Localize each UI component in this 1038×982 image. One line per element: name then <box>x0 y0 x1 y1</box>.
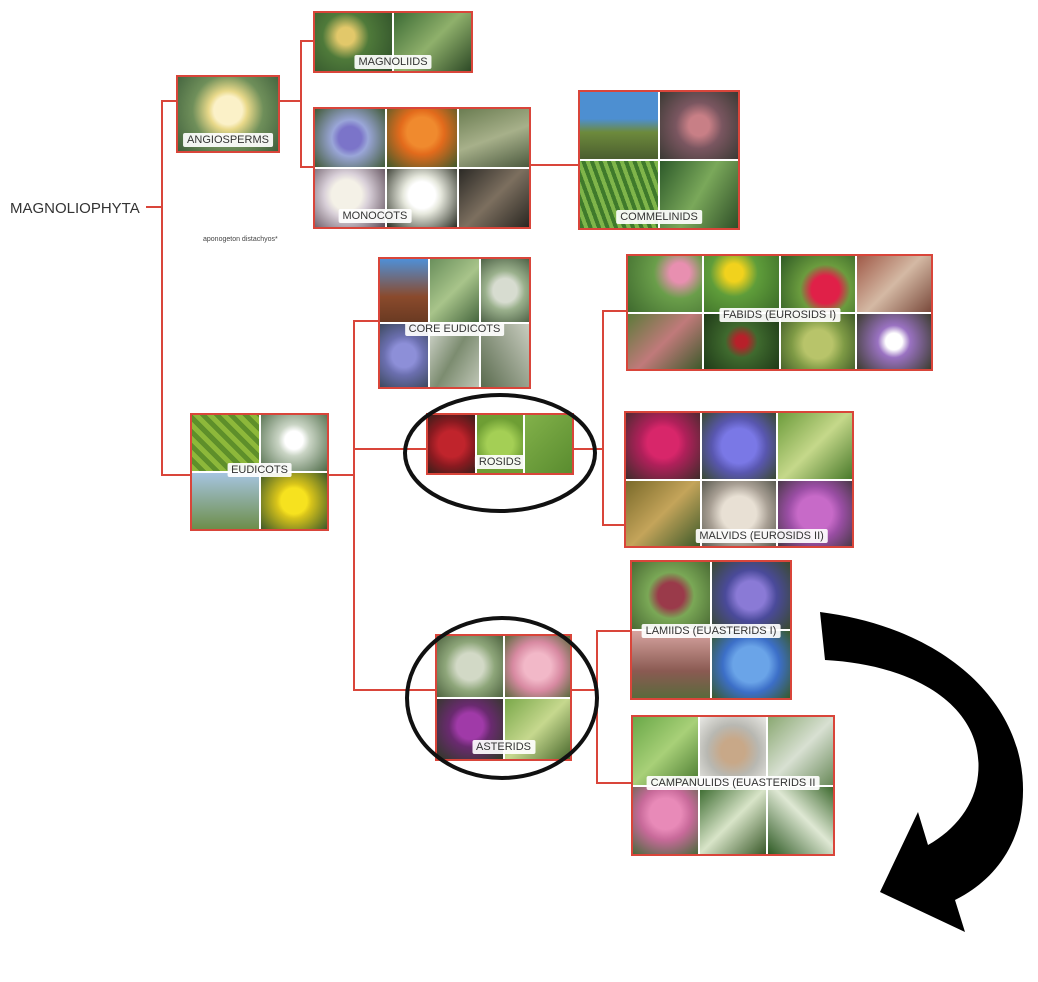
campanulids-photo-6 <box>767 786 833 854</box>
campanulids-photo-5 <box>700 786 766 854</box>
angiosperms-label: ANGIOSPERMS <box>183 133 273 147</box>
fabids-photo-7 <box>780 313 855 369</box>
core-eudicots-photo-2 <box>430 259 479 322</box>
node-commelinids: COMMELINIDS <box>578 90 740 230</box>
asterids-label: ASTERIDS <box>471 740 536 754</box>
campanulids-photo-4 <box>633 786 699 854</box>
node-eudicots: EUDICOTS <box>190 413 329 531</box>
monocots-photo-2 <box>387 109 457 167</box>
malvids-photo-2 <box>702 413 776 479</box>
malvids-photo-4 <box>626 480 700 546</box>
node-rosids: ROSIDS <box>426 413 574 475</box>
connector-to-campanulids <box>596 782 632 784</box>
node-malvids: MALVIDS (EUROSIDS II) <box>624 411 854 548</box>
monocots-label: MONOCOTS <box>338 209 412 223</box>
malvids-label: MALVIDS (EUROSIDS II) <box>695 529 828 543</box>
connector-asterids-out <box>571 689 597 691</box>
connector-to-fabids <box>602 310 627 312</box>
connector-to-rosids <box>353 448 427 450</box>
fabids-photo-1 <box>628 256 703 312</box>
curved-arrow-icon <box>820 612 1024 932</box>
monocots-photo-3 <box>459 109 529 167</box>
monocots-photo-1 <box>315 109 385 167</box>
node-core-eudicots: CORE EUDICOTS <box>378 257 531 389</box>
node-campanulids: CAMPANULIDS (EUASTERIDS II <box>631 715 835 856</box>
rosids-label: ROSIDS <box>474 455 526 469</box>
eudicots-photo-2 <box>260 415 327 471</box>
malvids-photo-1 <box>626 413 700 479</box>
commelinids-label: COMMELINIDS <box>616 210 702 224</box>
connector-angiosperms-out <box>279 100 301 102</box>
fabids-photo-6 <box>704 313 779 369</box>
connector-to-angiosperms <box>161 100 177 102</box>
node-monocots: MONOCOTS <box>313 107 531 229</box>
campanulids-photo-3 <box>767 717 833 785</box>
connector-rosids-vertical <box>602 310 604 526</box>
fabids-photo-3 <box>780 256 855 312</box>
node-lamiids: LAMIIDS (EUASTERIDS I) <box>630 560 792 700</box>
lamiids-photo-4 <box>712 631 790 698</box>
connector-eudicots-out <box>328 474 354 476</box>
lamiids-label: LAMIIDS (EUASTERIDS I) <box>641 624 781 638</box>
node-magnoliids: MAGNOLIIDS <box>313 11 473 73</box>
connector-eudicots-vertical <box>353 320 355 690</box>
root-label: MAGNOLIOPHYTA <box>10 200 140 217</box>
fabids-photo-4 <box>856 256 931 312</box>
connector-root-vertical <box>161 100 163 476</box>
connector-to-lamiids <box>596 630 631 632</box>
fabids-label: FABIDS (EUROSIDS I) <box>718 308 841 322</box>
campanulids-label: CAMPANULIDS (EUASTERIDS II <box>646 776 820 790</box>
connector-rosids-out <box>573 448 603 450</box>
connector-to-malvids <box>602 524 627 526</box>
fabids-photo-2 <box>704 256 779 312</box>
node-asterids: ASTERIDS <box>435 634 572 761</box>
connector-to-magnoliids <box>300 40 313 42</box>
fabids-photo-8 <box>856 313 931 369</box>
lamiids-photo-3 <box>632 631 710 698</box>
connector-to-core-eudicots <box>353 320 379 322</box>
node-angiosperms: ANGIOSPERMS <box>176 75 280 153</box>
campanulids-photo-2 <box>700 717 766 785</box>
core-eudicots-photo-1 <box>380 259 429 322</box>
node-fabids: FABIDS (EUROSIDS I) <box>626 254 933 371</box>
asterids-photo-2 <box>504 636 570 697</box>
rosids-photo-3 <box>525 415 572 473</box>
eudicots-photo-3 <box>192 473 259 529</box>
asterids-photo-1 <box>437 636 503 697</box>
connector-angiosperms-vertical <box>300 40 302 168</box>
eudicots-photo-1 <box>192 415 259 471</box>
asterids-highlight-circle <box>405 616 599 780</box>
monocots-photo-6 <box>459 169 529 227</box>
commelinids-photo-2 <box>660 92 738 159</box>
core-eudicots-photo-3 <box>480 259 529 322</box>
fabids-photo-5 <box>628 313 703 369</box>
lamiids-photo-2 <box>712 562 790 629</box>
connector-root <box>146 206 162 208</box>
connector-to-eudicots <box>161 474 191 476</box>
core-eudicots-label: CORE EUDICOTS <box>404 322 505 336</box>
magnoliids-label: MAGNOLIIDS <box>354 55 432 69</box>
commelinids-photo-1 <box>580 92 658 159</box>
eudicots-photo-4 <box>260 473 327 529</box>
eudicots-label: EUDICOTS <box>227 463 292 477</box>
campanulids-photo-1 <box>633 717 699 785</box>
rosids-highlight-circle <box>403 393 597 513</box>
connector-to-monocots <box>300 166 313 168</box>
malvids-photo-3 <box>778 413 852 479</box>
species-note: aponogeton distachyos* <box>203 236 278 243</box>
rosids-photo-1 <box>428 415 475 473</box>
connector-to-asterids <box>353 689 436 691</box>
connector-monocots-commelinids <box>530 164 580 166</box>
lamiids-photo-1 <box>632 562 710 629</box>
